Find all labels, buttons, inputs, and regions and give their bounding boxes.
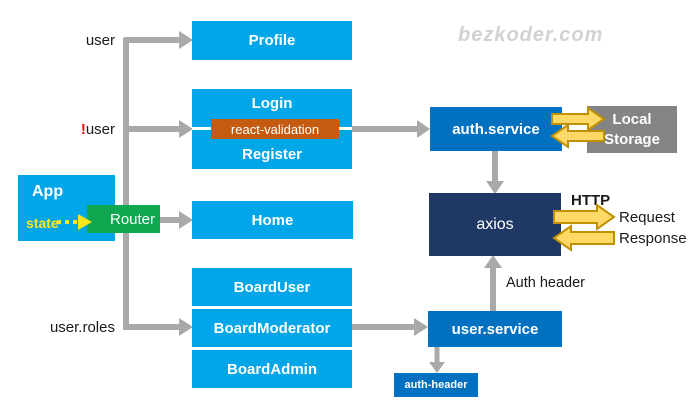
- home-box: Home: [192, 201, 353, 239]
- arrowhead-icon: [429, 362, 445, 373]
- connector-authservice-to-axios: [486, 151, 504, 194]
- auth-header-box-label: auth-header: [404, 379, 468, 391]
- profile-box: Profile: [192, 21, 352, 60]
- user-service-label: user.service: [451, 320, 539, 338]
- axios-label: axios: [476, 215, 514, 233]
- arrowhead-icon: [414, 318, 428, 336]
- local-storage-box: Local Storage: [587, 106, 677, 153]
- watermark: bezkoder.com: [458, 24, 604, 46]
- arrowhead-icon: [179, 211, 193, 229]
- auth-header-edge-label: Auth header: [506, 275, 586, 291]
- http-label: HTTP: [571, 192, 611, 209]
- board-moderator-box: BoardModerator: [192, 309, 352, 347]
- board-moderator-label: BoardModerator: [213, 319, 331, 337]
- arrowhead-icon: [417, 120, 430, 138]
- app-label: App: [32, 183, 64, 200]
- arrowhead-icon: [484, 255, 502, 268]
- login-register-box: Login react-validation Register: [192, 89, 352, 169]
- router-label: Router: [109, 210, 156, 228]
- user-condition-label: user: [85, 32, 115, 49]
- board-user-label: BoardUser: [233, 278, 311, 296]
- user-service-box: user.service: [428, 311, 562, 347]
- router-box: Router: [87, 205, 160, 233]
- axios-box: axios: [429, 193, 561, 256]
- connector-userservice-to-authheader: [429, 347, 445, 373]
- user-roles-condition-label: user.roles: [49, 319, 115, 336]
- board-user-box: BoardUser: [192, 268, 352, 306]
- connector-notuser-to-login: [124, 120, 193, 138]
- board-admin-label: BoardAdmin: [227, 360, 317, 378]
- arrowhead-icon: [179, 31, 193, 49]
- not-user-condition-label: !user: [80, 121, 115, 138]
- register-label: Register: [241, 146, 303, 163]
- local-storage-label: Local Storage: [604, 111, 660, 148]
- response-label: Response: [619, 230, 687, 247]
- connector-userroles-to-boardmoderator: [124, 318, 193, 336]
- profile-label: Profile: [248, 32, 296, 49]
- request-label: Request: [619, 209, 675, 226]
- auth-header-box: auth-header: [394, 373, 478, 397]
- home-label: Home: [251, 211, 294, 229]
- connector-login-to-authservice: [352, 120, 430, 138]
- bang-mark: !: [80, 121, 86, 138]
- app-state-label: state: [26, 215, 59, 231]
- auth-service-box: auth.service: [430, 107, 562, 151]
- react-validation-box: react-validation: [211, 119, 339, 139]
- board-admin-box: BoardAdmin: [192, 350, 352, 388]
- http-response-arrow-icon: [552, 224, 615, 252]
- auth-service-label: auth.service: [452, 120, 540, 138]
- arrowhead-icon: [179, 120, 193, 138]
- connector-boardmoderator-to-userservice: [352, 318, 428, 336]
- connector-user-to-profile: [124, 31, 193, 49]
- connector-router-to-home: [158, 211, 193, 229]
- connector-userservice-to-axios: [484, 255, 502, 311]
- login-label: Login: [251, 95, 293, 112]
- arrowhead-icon: [179, 318, 193, 336]
